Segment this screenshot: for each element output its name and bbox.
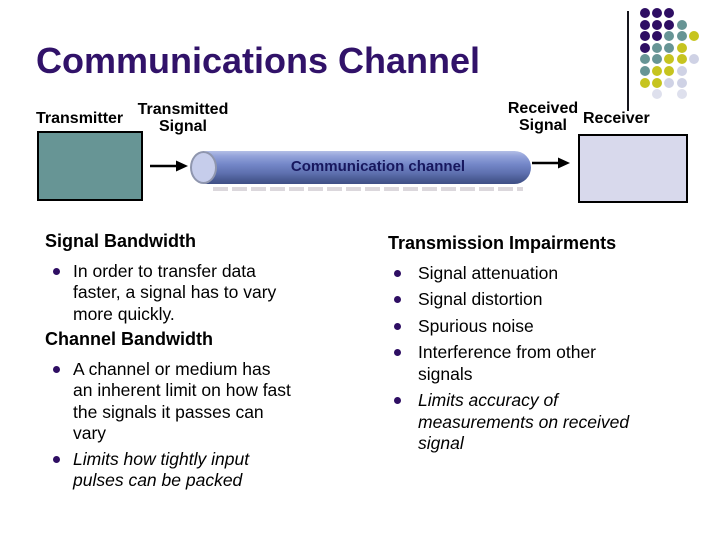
decoration-dot	[640, 77, 650, 88]
bullet-icon	[53, 267, 60, 275]
received-signal-label: Received Signal	[507, 100, 579, 134]
bullet-icon	[394, 269, 401, 277]
bullet-text: Limits accuracy of measurements on recei…	[418, 390, 630, 453]
decoration-dot	[640, 31, 650, 42]
decoration-dot	[652, 42, 663, 53]
bullet-text: A channel or medium has an inherent limi…	[73, 358, 291, 444]
receiver-box	[578, 134, 688, 203]
bullet-text: Signal attenuation	[418, 262, 559, 283]
receiver-label: Receiver	[583, 110, 650, 127]
bullet-item: A channel or medium has an inherent limi…	[43, 359, 365, 445]
decoration-dot	[664, 8, 675, 18]
transmitter-label: Transmitter	[36, 110, 124, 127]
bullet-icon	[394, 397, 401, 404]
decoration-dot	[652, 77, 663, 88]
communication-channel-pipe	[191, 151, 531, 184]
decoration-dot	[640, 8, 650, 18]
decoration-dot	[664, 19, 675, 30]
section-heading-channel-bandwidth: Channel Bandwidth	[45, 329, 213, 349]
decoration-dot	[652, 8, 663, 18]
transmitter-box	[37, 131, 143, 201]
decoration-dot	[640, 19, 650, 30]
decoration-dot	[676, 42, 687, 53]
section-heading-signal-bandwidth: Signal Bandwidth	[45, 231, 196, 251]
decoration-vertical-line	[627, 11, 629, 111]
bullet-text: Signal distortion	[418, 289, 543, 309]
decoration-dot	[664, 31, 675, 42]
bullet-item: Spurious noise	[388, 316, 666, 338]
decoration-dot	[676, 66, 687, 76]
communication-channel-label: Communication channel	[290, 158, 466, 175]
section-heading-transmission-impairments: Transmission Impairments	[388, 233, 617, 253]
decoration-dot	[676, 77, 687, 88]
decoration-dot	[688, 54, 699, 65]
page-title: Communications Channel	[36, 40, 481, 81]
bullet-item: In order to transfer data faster, a sign…	[43, 261, 365, 326]
bullet-icon	[394, 349, 401, 356]
decoration-dot	[640, 54, 650, 65]
decoration-dot	[676, 31, 687, 42]
decoration-dot	[652, 31, 663, 42]
bullet-text: Spurious noise	[418, 315, 534, 336]
bullet-icon	[53, 455, 60, 463]
arrow-right-icon	[150, 160, 188, 172]
decoration-dot	[676, 89, 687, 100]
decoration-dot	[664, 66, 675, 76]
decoration-dot	[676, 19, 687, 30]
bullet-text: Limits how tightly input pulses can be p…	[73, 448, 250, 491]
decoration-dot	[664, 77, 675, 88]
arrow-right-icon	[532, 157, 570, 169]
bullet-item: Limits accuracy of measurements on recei…	[388, 390, 666, 455]
decoration-dot-grid	[640, 8, 720, 118]
left-text-column: Signal Bandwidth In order to transfer da…	[43, 231, 365, 496]
pipe-end-cap	[190, 151, 217, 184]
pipe-shadow	[213, 187, 523, 191]
bullet-icon	[53, 365, 60, 373]
decoration-dot	[640, 42, 650, 53]
bullet-icon	[394, 322, 401, 330]
decoration-dot	[652, 19, 663, 30]
bullet-item: Signal attenuation	[388, 263, 666, 285]
bullet-item: Interference from other signals	[388, 342, 666, 385]
decoration-dot	[688, 31, 699, 42]
decoration-dot	[640, 66, 650, 76]
bullet-item: Limits how tightly input pulses can be p…	[43, 449, 365, 492]
decoration-dot	[652, 89, 663, 100]
right-text-column: Transmission Impairments Signal attenuat…	[388, 233, 666, 460]
bullet-item: Signal distortion	[388, 289, 666, 311]
bullet-text: Interference from other signals	[418, 342, 596, 384]
decoration-dot	[652, 66, 663, 76]
bullet-icon	[394, 296, 401, 303]
bullet-text: In order to transfer data faster, a sign…	[73, 260, 277, 324]
decoration-dot	[664, 54, 675, 65]
decoration-dot	[652, 54, 663, 65]
transmitted-signal-label: Transmitted Signal	[137, 101, 229, 135]
decoration-dot	[676, 54, 687, 65]
decoration-dot	[664, 42, 675, 53]
